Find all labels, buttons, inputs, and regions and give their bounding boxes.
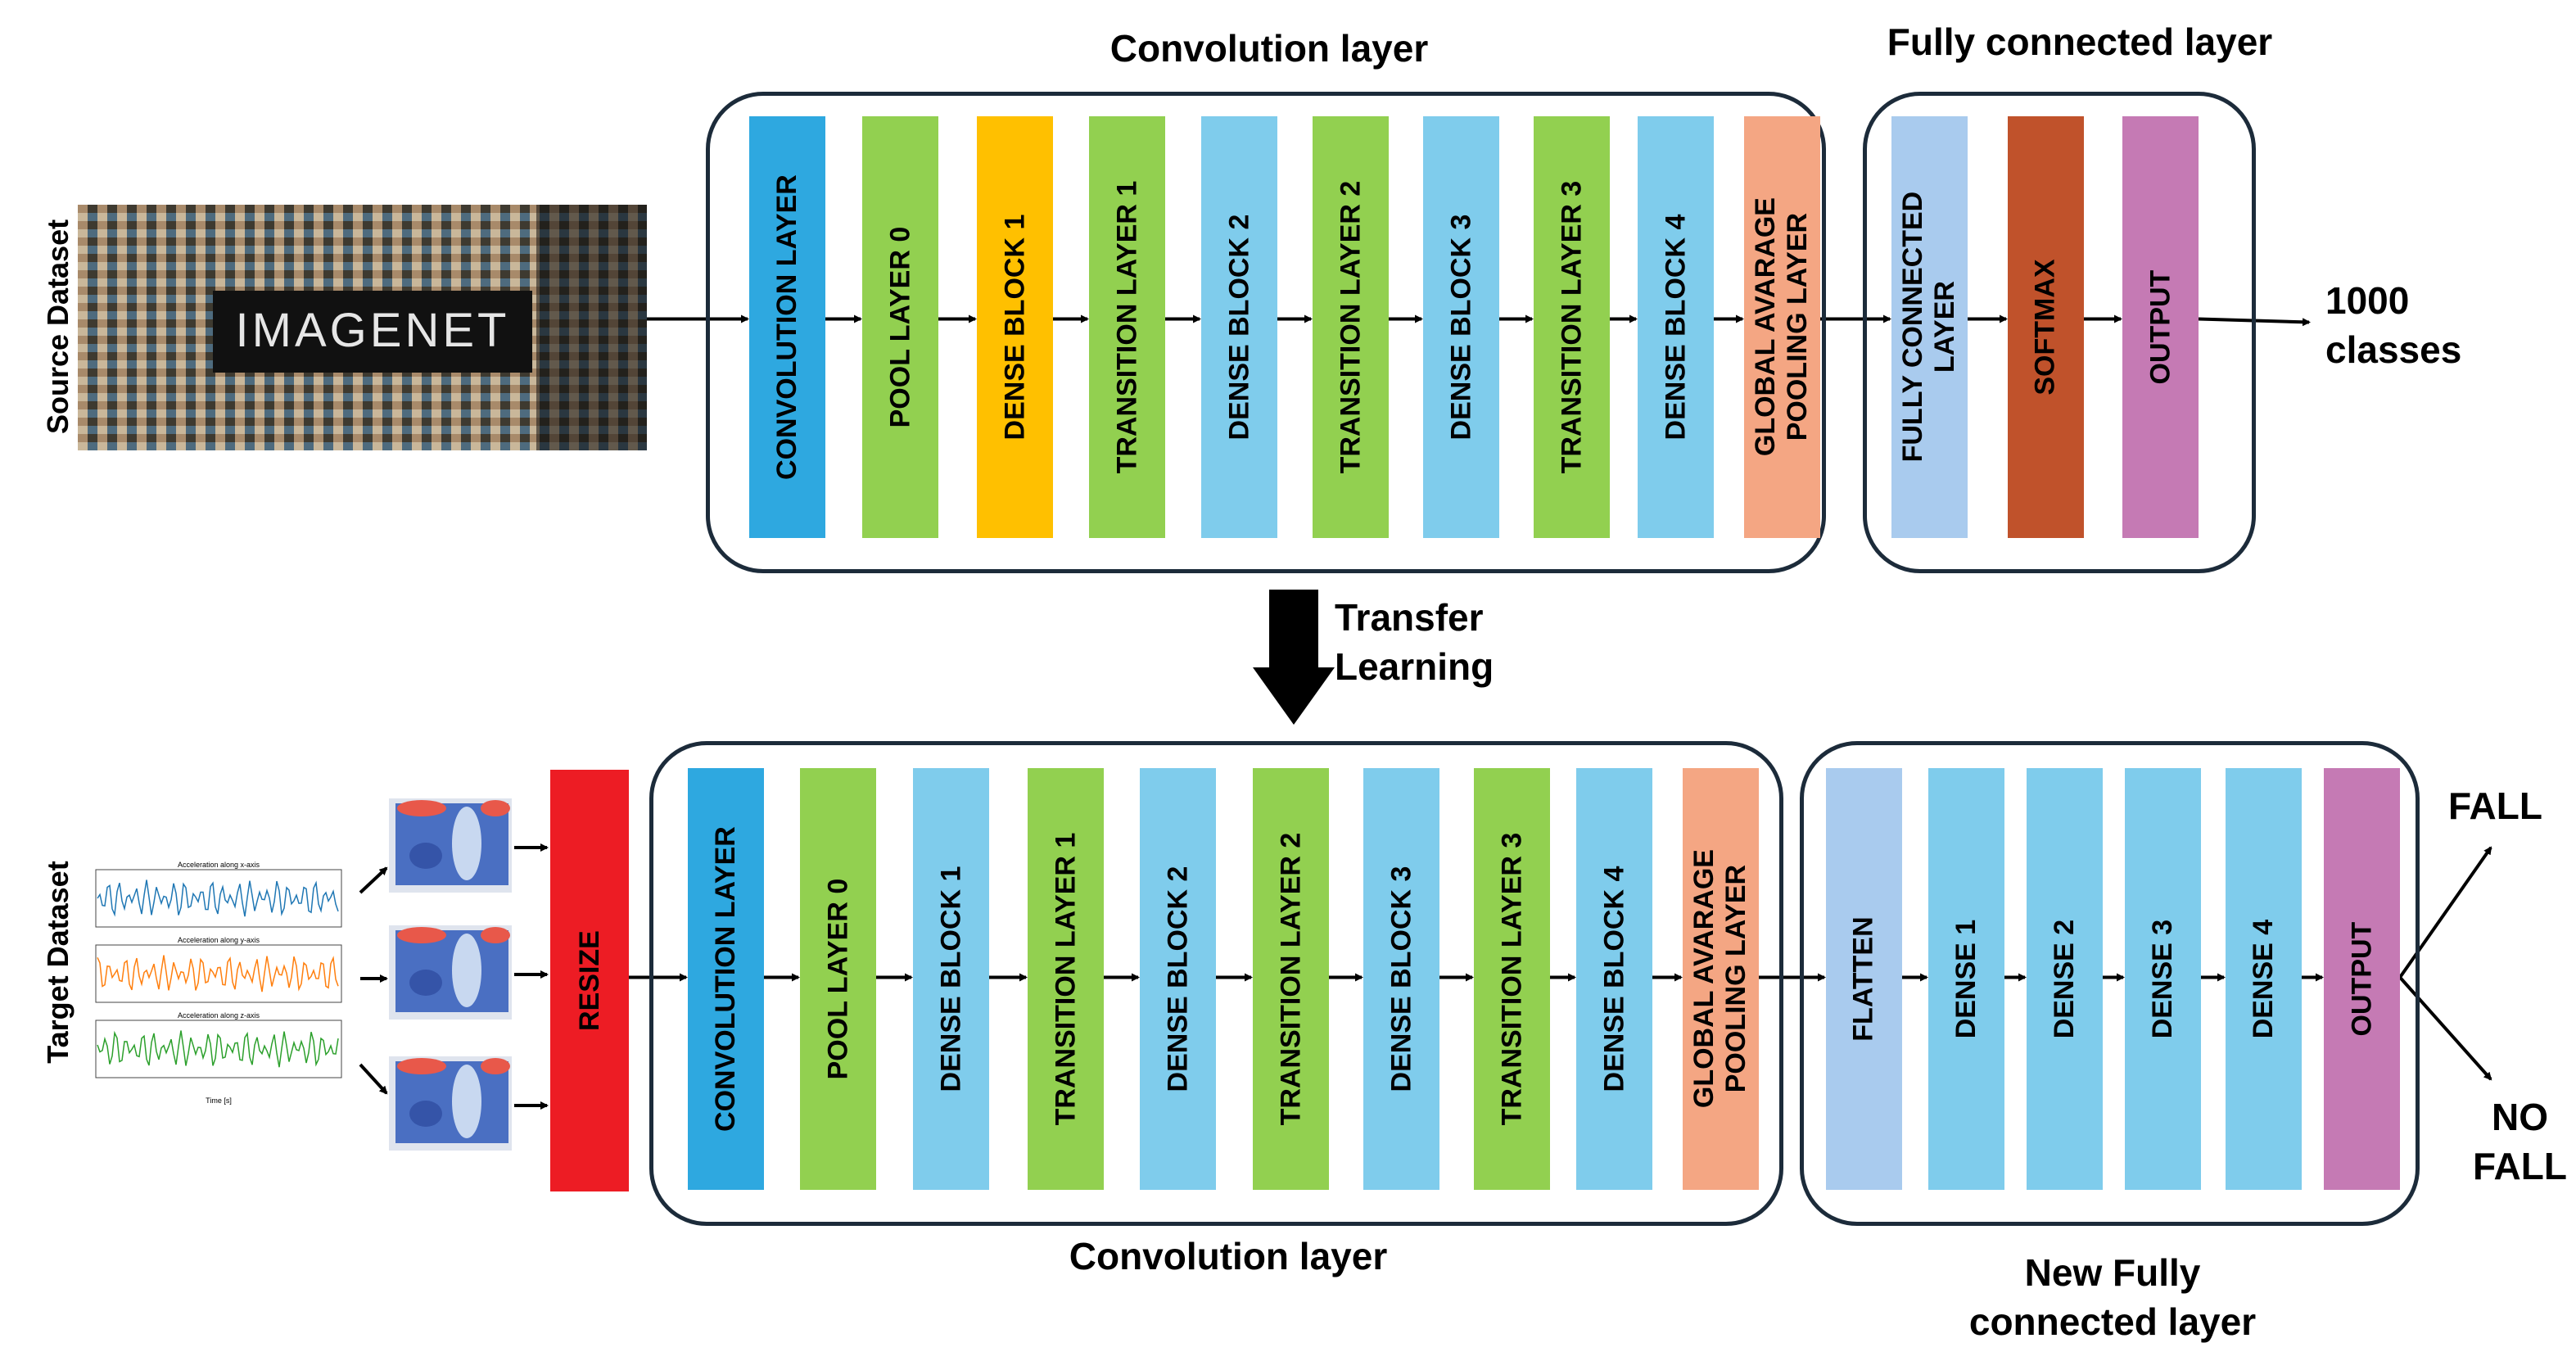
bottom-conv-layer-label: DENSE BLOCK 2 [1161, 866, 1193, 1092]
imagenet-logo-text: IMAGENET [235, 304, 510, 357]
top-conv-layer-label: DENSE BLOCK 3 [1444, 214, 1476, 441]
bottom-conv-layer-block: CONVOLUTION LAYER [688, 768, 764, 1190]
top-fc-layer-block: SOFTMAX [2008, 116, 2084, 538]
bottom-conv-layer-block: POOL LAYER 0 [800, 768, 876, 1190]
top-conv-layer-label: TRANSITION LAYER 2 [1334, 180, 1366, 474]
heatmap-thumbnail [389, 1056, 512, 1151]
top-fc-group [1863, 92, 2256, 573]
signal-plot-title: Acceleration along y-axis [178, 936, 260, 944]
bottom-fc-layer-label: DENSE 2 [2048, 919, 2080, 1039]
resize-label: RESIZE [573, 930, 605, 1031]
bottom-fc-layer-block: DENSE 1 [1928, 768, 2004, 1190]
bottom-fc-layer-label: FLATTEN [1847, 916, 1879, 1042]
top-fc-layer-label: OUTPUT [2144, 269, 2176, 385]
bottom-fc-layer-block: OUTPUT [2324, 768, 2400, 1190]
top-conv-layer-label: CONVOLUTION LAYER [771, 174, 802, 480]
top-fc-layer-block: FULLY CONNECTED LAYER [1891, 116, 1968, 538]
bottom-conv-layer-block: DENSE BLOCK 2 [1140, 768, 1216, 1190]
top-conv-layer-block: GLOBAL AVARAGE POOLING LAYER [1744, 116, 1820, 538]
connector-arrow [359, 1063, 388, 1095]
connector-arrow [2398, 846, 2492, 979]
transfer-arrow [1253, 590, 1335, 725]
signal-plot-title: Acceleration along x-axis [178, 861, 260, 869]
resize-block: RESIZE [550, 770, 629, 1191]
top-conv-layer-label: TRANSITION LAYER 1 [1110, 180, 1142, 474]
top-conv-layer-label: GLOBAL AVARAGE POOLING LAYER [1750, 197, 1814, 457]
target-dataset-label: Target Dataset [41, 861, 75, 1064]
bottom-fc-layer-label: OUTPUT [2345, 921, 2377, 1037]
bottom-fc-layer-block: DENSE 3 [2125, 768, 2201, 1190]
top-conv-layer-label: DENSE BLOCK 4 [1659, 214, 1691, 441]
top-conv-layer-block: DENSE BLOCK 1 [977, 116, 1053, 538]
mosaic-texture [78, 205, 647, 450]
bottom-conv-layer-label: TRANSITION LAYER 2 [1274, 832, 1306, 1126]
bottom-conv-layer-block: DENSE BLOCK 4 [1576, 768, 1652, 1190]
bottom-conv-layer-label: TRANSITION LAYER 1 [1049, 832, 1081, 1126]
top-conv-layer-block: DENSE BLOCK 3 [1423, 116, 1499, 538]
bottom-conv-layer-label: GLOBAL AVARAGE POOLING LAYER [1688, 849, 1752, 1109]
bottom-fc-group [1800, 741, 2420, 1226]
imagenet-mosaic-image: IMAGENET [78, 205, 647, 450]
bottom-conv-layer-block: TRANSITION LAYER 2 [1253, 768, 1329, 1190]
top-conv-layer-block: POOL LAYER 0 [862, 116, 938, 538]
bottom-conv-heading: Convolution layer [1069, 1235, 1388, 1277]
heatmap-thumbnail [389, 798, 512, 893]
bottom-conv-layer-label: TRANSITION LAYER 3 [1495, 832, 1527, 1126]
bottom-fc-layer-block: DENSE 2 [2027, 768, 2103, 1190]
top-conv-layer-block: TRANSITION LAYER 2 [1313, 116, 1389, 538]
bottom-fc-layer-block: FLATTEN [1826, 768, 1902, 1190]
connector-arrow [2398, 976, 2492, 1081]
top-fc-layer-label: SOFTMAX [2029, 259, 2061, 396]
bottom-conv-layer-label: DENSE BLOCK 4 [1598, 866, 1629, 1092]
top-conv-layer-block: CONVOLUTION LAYER [749, 116, 825, 538]
bottom-fc-layer-label: DENSE 1 [1950, 919, 1982, 1039]
bottom-fc-layer-label: DENSE 3 [2146, 919, 2178, 1039]
signal-plot-title: Acceleration along z-axis [178, 1011, 260, 1020]
top-conv-layer-label: DENSE BLOCK 1 [998, 214, 1030, 441]
bottom-conv-layer-block: GLOBAL AVARAGE POOLING LAYER [1683, 768, 1759, 1190]
top-fc-heading: Fully connected layer [1887, 20, 2273, 63]
heatmap-thumbnail [389, 925, 512, 1020]
top-result-label: 1000 classes [2325, 279, 2462, 371]
connector-arrow [359, 866, 388, 894]
top-conv-layer-label: DENSE BLOCK 2 [1222, 214, 1254, 441]
output-fall-label: FALL [2448, 784, 2542, 827]
bottom-conv-layer-label: DENSE BLOCK 3 [1385, 866, 1417, 1092]
bottom-conv-group [649, 741, 1783, 1226]
output-no-fall-label: NO FALL [2473, 1096, 2567, 1187]
bottom-fc-layer-block: DENSE 4 [2226, 768, 2302, 1190]
top-conv-layer-block: DENSE BLOCK 2 [1201, 116, 1277, 538]
bottom-fc-layer-label: DENSE 4 [2247, 919, 2279, 1039]
top-fc-layer-label: FULLY CONNECTED LAYER [1897, 192, 1961, 463]
bottom-conv-layer-block: DENSE BLOCK 3 [1363, 768, 1439, 1190]
bottom-conv-layer-label: POOL LAYER 0 [821, 878, 853, 1080]
bottom-conv-layer-block: TRANSITION LAYER 3 [1474, 768, 1550, 1190]
top-conv-group [706, 92, 1826, 573]
top-fc-layer-block: OUTPUT [2122, 116, 2199, 538]
bottom-conv-layer-block: TRANSITION LAYER 1 [1028, 768, 1104, 1190]
bottom-conv-layer-label: CONVOLUTION LAYER [709, 826, 741, 1132]
top-conv-layer-label: POOL LAYER 0 [884, 226, 915, 428]
top-conv-layer-block: TRANSITION LAYER 3 [1534, 116, 1610, 538]
top-conv-heading: Convolution layer [1109, 27, 1429, 70]
top-conv-layer-block: TRANSITION LAYER 1 [1089, 116, 1165, 538]
signal-xlabel: Time [s] [206, 1096, 232, 1105]
bottom-fc-heading: New Fully connected layer [1968, 1251, 2257, 1343]
bottom-conv-layer-label: DENSE BLOCK 1 [934, 866, 966, 1092]
bottom-conv-layer-block: DENSE BLOCK 1 [913, 768, 989, 1190]
source-dataset-label: Source Dataset [41, 219, 75, 434]
transfer-learning-label: Transfer Learning [1335, 596, 1494, 688]
top-conv-layer-block: DENSE BLOCK 4 [1638, 116, 1714, 538]
top-conv-layer-label: TRANSITION LAYER 3 [1555, 180, 1587, 474]
